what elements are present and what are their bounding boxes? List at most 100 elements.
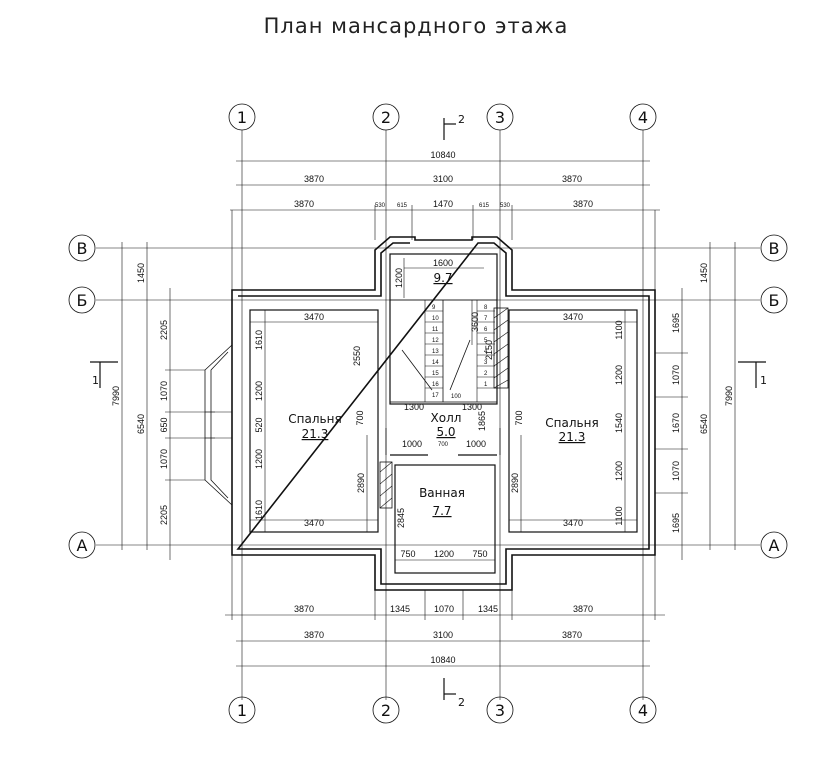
axis-bubble-v-right: В <box>760 234 788 262</box>
bathroom: Ванная 7.7 2845 750 1200 750 <box>394 464 496 574</box>
svg-text:2890: 2890 <box>356 473 366 493</box>
axis-bubble-3-top: 3 <box>486 103 514 131</box>
svg-text:А: А <box>769 536 780 555</box>
svg-text:1: 1 <box>237 108 247 127</box>
stair-block: 1600 9.7 1200 9 10 11 <box>352 253 498 412</box>
svg-text:3870: 3870 <box>304 174 324 184</box>
svg-text:2: 2 <box>484 371 488 377</box>
axis-bubble-2-bottom: 2 <box>372 696 400 724</box>
svg-text:4: 4 <box>638 108 648 127</box>
svg-text:2845: 2845 <box>396 508 406 528</box>
svg-text:1540: 1540 <box>614 413 624 433</box>
svg-text:3: 3 <box>495 108 505 127</box>
svg-text:10840: 10840 <box>430 150 455 160</box>
axis-bubble-b-right: Б <box>760 286 788 314</box>
svg-text:10840: 10840 <box>430 655 455 665</box>
svg-text:А: А <box>77 536 88 555</box>
dim-bottom-overall: 10840 <box>236 655 650 667</box>
svg-text:1070: 1070 <box>671 461 681 481</box>
svg-text:3470: 3470 <box>304 518 324 528</box>
svg-text:1200: 1200 <box>614 461 624 481</box>
plan-title: План мансардного этажа <box>263 14 569 38</box>
svg-text:3: 3 <box>484 360 488 366</box>
axis-bubble-a-left: А <box>68 531 96 559</box>
svg-text:1300: 1300 <box>404 402 424 412</box>
svg-text:2: 2 <box>381 701 391 720</box>
svg-text:1345: 1345 <box>478 604 498 614</box>
axis-grid <box>96 130 760 700</box>
dim-bottom-grid: 3870 3100 3870 <box>236 630 650 642</box>
svg-text:3470: 3470 <box>563 312 583 322</box>
axis-bubble-4-bottom: 4 <box>629 696 657 724</box>
hall: Холл 5.0 700 700 1865 1000 1000 700 <box>355 410 524 456</box>
svg-text:1000: 1000 <box>466 439 486 449</box>
svg-text:1000: 1000 <box>402 439 422 449</box>
svg-text:100: 100 <box>451 394 462 400</box>
svg-text:15: 15 <box>432 371 439 377</box>
dim-bottom-detail: 3870 1345 1070 1345 3870 <box>225 555 665 620</box>
svg-text:8: 8 <box>484 305 488 311</box>
dim-top-detail: 3870 530 615 1470 615 530 3870 <box>230 199 660 290</box>
svg-text:1200: 1200 <box>614 365 624 385</box>
svg-text:2205: 2205 <box>159 505 169 525</box>
outer-walls <box>231 236 656 591</box>
svg-text:530: 530 <box>500 203 511 209</box>
bathroom-name: Ванная <box>419 486 465 500</box>
svg-text:1: 1 <box>484 382 488 388</box>
svg-text:2: 2 <box>381 108 391 127</box>
svg-text:3870: 3870 <box>562 630 582 640</box>
svg-text:650: 650 <box>159 417 169 432</box>
svg-text:6: 6 <box>484 327 488 333</box>
svg-text:Б: Б <box>769 291 780 310</box>
svg-text:В: В <box>769 239 780 258</box>
svg-text:10: 10 <box>432 316 439 322</box>
dim-left-outer: 7990 <box>111 242 123 550</box>
svg-text:2: 2 <box>458 113 465 126</box>
axis-bubble-a-right: А <box>760 531 788 559</box>
svg-text:3870: 3870 <box>573 604 593 614</box>
svg-text:4: 4 <box>638 701 648 720</box>
axis-bubble-v-left: В <box>68 234 96 262</box>
svg-text:1695: 1695 <box>671 513 681 533</box>
svg-text:14: 14 <box>432 360 439 366</box>
svg-text:1610: 1610 <box>254 500 264 520</box>
svg-text:1200: 1200 <box>394 268 404 288</box>
svg-text:1: 1 <box>760 374 767 387</box>
svg-text:3870: 3870 <box>304 630 324 640</box>
svg-text:3100: 3100 <box>433 630 453 640</box>
svg-text:2150: 2150 <box>484 340 494 360</box>
svg-text:1070: 1070 <box>159 381 169 401</box>
axis-bubble-1-top: 1 <box>228 103 256 131</box>
hall-area: 5.0 <box>436 425 455 439</box>
bedroom-right: Спальня 21.3 3470 3470 1100 1200 1540 12… <box>508 309 638 533</box>
svg-text:В: В <box>77 239 88 258</box>
svg-text:3600: 3600 <box>470 312 480 332</box>
svg-text:7990: 7990 <box>724 386 734 406</box>
bedroom-left: Спальня 21.3 3470 3470 1610 1200 520 120… <box>249 309 379 533</box>
svg-text:1600: 1600 <box>433 258 453 268</box>
svg-text:615: 615 <box>397 203 408 209</box>
svg-text:1100: 1100 <box>614 506 624 525</box>
svg-text:16: 16 <box>432 382 439 388</box>
svg-text:2890: 2890 <box>510 473 520 493</box>
bathroom-area: 7.7 <box>432 504 451 518</box>
dim-top-grid: 3870 3100 3870 <box>236 174 650 186</box>
section-marker-bottom: 2 <box>443 678 465 709</box>
svg-text:1200: 1200 <box>254 381 264 401</box>
dim-left-sections: 2205 1070 650 1070 2205 <box>159 288 215 560</box>
dim-right-outer: 7990 <box>724 242 736 550</box>
dim-right-sections: 1695 1070 1670 1070 1695 <box>655 288 688 560</box>
svg-text:520: 520 <box>254 417 264 432</box>
svg-text:13: 13 <box>432 349 439 355</box>
svg-text:1450: 1450 <box>699 263 709 283</box>
dim-top-overall: 10840 <box>236 150 650 162</box>
dim-right-mid: 1450 6540 <box>699 242 711 550</box>
svg-text:4: 4 <box>484 349 488 355</box>
svg-text:3870: 3870 <box>562 174 582 184</box>
svg-text:1450: 1450 <box>136 263 146 283</box>
section-marker-top: 2 <box>443 113 465 140</box>
svg-text:3470: 3470 <box>563 518 583 528</box>
svg-text:615: 615 <box>479 203 490 209</box>
axis-bubble-4-top: 4 <box>629 103 657 131</box>
svg-text:3870: 3870 <box>294 604 314 614</box>
